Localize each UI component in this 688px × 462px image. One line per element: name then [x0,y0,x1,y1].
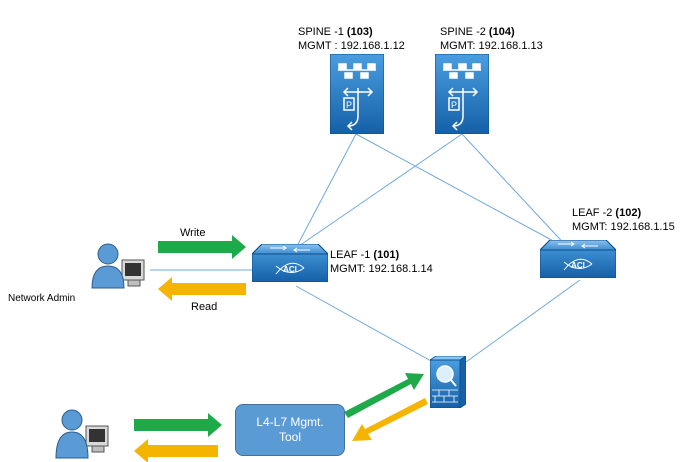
svg-text:P: P [451,100,457,110]
leaf2-label: LEAF -2 (102) MGMT: 192.168.1.15 [572,206,675,234]
tool-user-icon [55,409,109,459]
network-admin-user-icon [91,243,145,289]
svg-text:ACI: ACI [571,261,585,270]
svg-text:P: P [346,100,352,110]
spine2-id: (104) [488,26,515,38]
link-spine2-leaf1 [295,133,463,249]
spine-switch-1-icon[interactable]: P [330,54,384,134]
tool-label-line1: L4-L7 Mgmt. [256,415,324,429]
leaf1-id: (101) [373,249,400,261]
spine1-mgmt: MGMT : 192.168.1.12 [298,40,405,52]
tool-to-user-arrow [134,439,218,462]
network-admin-label: Network Admin [8,293,76,304]
svg-text:ACI: ACI [283,265,297,274]
leaf-switch-2-icon[interactable]: ACI [540,240,616,278]
leaf1-name: LEAF -1 [330,249,371,261]
firewall-appliance-icon[interactable] [430,356,466,408]
spine1-name: SPINE -1 [298,26,344,38]
spine2-name: SPINE -2 [440,26,486,38]
read-arrow [158,277,246,301]
write-label: Write [180,227,206,239]
spine1-label: SPINE -1 (103) MGMT : 192.168.1.12 [298,25,405,53]
tool-label-line2: Tool [278,430,301,444]
link-spine1-leaf1 [295,133,357,249]
write-arrow [158,235,246,259]
spine-switch-2-icon[interactable]: P [435,54,489,134]
spine2-mgmt: MGMT: 192.168.1.13 [440,40,543,52]
link-spine1-leaf2 [355,133,571,251]
tool-to-firewall-arrow [344,373,424,418]
read-label: Read [191,301,218,313]
leaf1-label: LEAF -1 (101) MGMT: 192.168.1.14 [330,248,433,276]
firewall-to-tool-arrow [352,398,428,441]
l4-l7-mgmt-tool-box[interactable]: L4-L7 Mgmt. Tool [235,404,345,456]
link-leaf1-firewall [295,285,441,367]
user-to-tool-arrow [134,413,222,437]
link-spine2-leaf2 [461,133,571,251]
link-leaf2-firewall [465,279,581,363]
spine1-id: (103) [346,26,373,38]
leaf-switch-1-icon[interactable]: ACI [252,244,328,282]
leaf1-mgmt: MGMT: 192.168.1.14 [330,263,433,275]
leaf2-id: (102) [615,207,642,219]
spine2-label: SPINE -2 (104) MGMT: 192.168.1.13 [440,25,543,53]
leaf2-name: LEAF -2 [572,207,613,219]
leaf2-mgmt: MGMT: 192.168.1.15 [572,221,675,233]
